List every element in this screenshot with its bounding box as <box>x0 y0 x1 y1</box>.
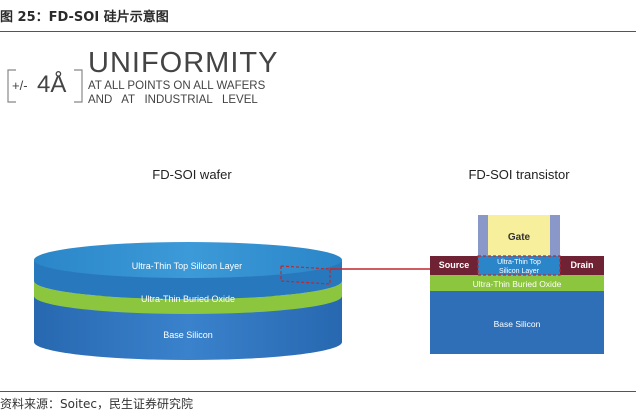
top-divider <box>0 31 636 32</box>
wafer-base-label: Base Silicon <box>163 330 213 340</box>
wafer-base-silicon <box>34 296 342 360</box>
channel-label-line-2: Silicon Layer <box>499 268 540 275</box>
transistor-stack <box>430 215 604 354</box>
transistor-gate <box>488 215 550 256</box>
wafer-top-silicon-label: Ultra-Thin Top Silicon Layer <box>132 261 242 271</box>
bottom-divider <box>0 391 636 392</box>
gate-spacer-left <box>478 215 488 256</box>
wafer-top-silicon-surface <box>34 242 342 278</box>
transistor-source <box>430 256 478 275</box>
uniformity-banner: +/- 4Å UNIFORMITY AT ALL POINTS ON ALL W… <box>7 47 278 106</box>
transistor-buried-oxide <box>430 275 604 291</box>
gate-label: Gate <box>508 232 531 243</box>
wafer-highlight-box <box>280 265 331 285</box>
channel-highlight-box <box>477 255 561 276</box>
transistor-drain <box>560 256 604 275</box>
source-label: Source <box>439 260 470 270</box>
channel-label-line-1: Ultra-Thin Top <box>497 259 541 266</box>
wafer-disc <box>34 242 342 360</box>
banner-line-1: AT ALL POINTS ON ALL WAFERS <box>88 80 266 92</box>
transistor-oxide-label: Ultra-Thin Buried Oxide <box>473 279 562 289</box>
transistor-base-silicon <box>430 291 604 354</box>
transistor-title: FD-SOI transistor <box>468 167 570 182</box>
transistor-base-label: Base Silicon <box>494 319 541 329</box>
drain-label: Drain <box>570 260 593 270</box>
tolerance-prefix: +/- <box>12 78 28 93</box>
wafer-buried-oxide <box>34 281 342 314</box>
banner-line-2: AND AT INDUSTRIAL LEVEL <box>88 94 258 106</box>
wafer-title: FD-SOI wafer <box>152 167 232 182</box>
uniformity-headline: UNIFORMITY <box>88 47 278 79</box>
bracket-icon <box>74 69 83 103</box>
fd-soi-diagram: +/- 4Å UNIFORMITY AT ALL POINTS ON ALL W… <box>7 47 604 360</box>
source-note: 资料来源：Soitec，民生证券研究院 <box>0 397 193 411</box>
bracket-icon <box>7 69 16 103</box>
gate-spacer-right <box>550 215 560 256</box>
figure-title: 图 25：FD-SOI 硅片示意图 <box>0 10 169 25</box>
tolerance-value: 4Å <box>37 70 66 98</box>
wafer-oxide-label: Ultra-Thin Buried Oxide <box>141 294 235 304</box>
transistor-channel <box>478 256 560 275</box>
